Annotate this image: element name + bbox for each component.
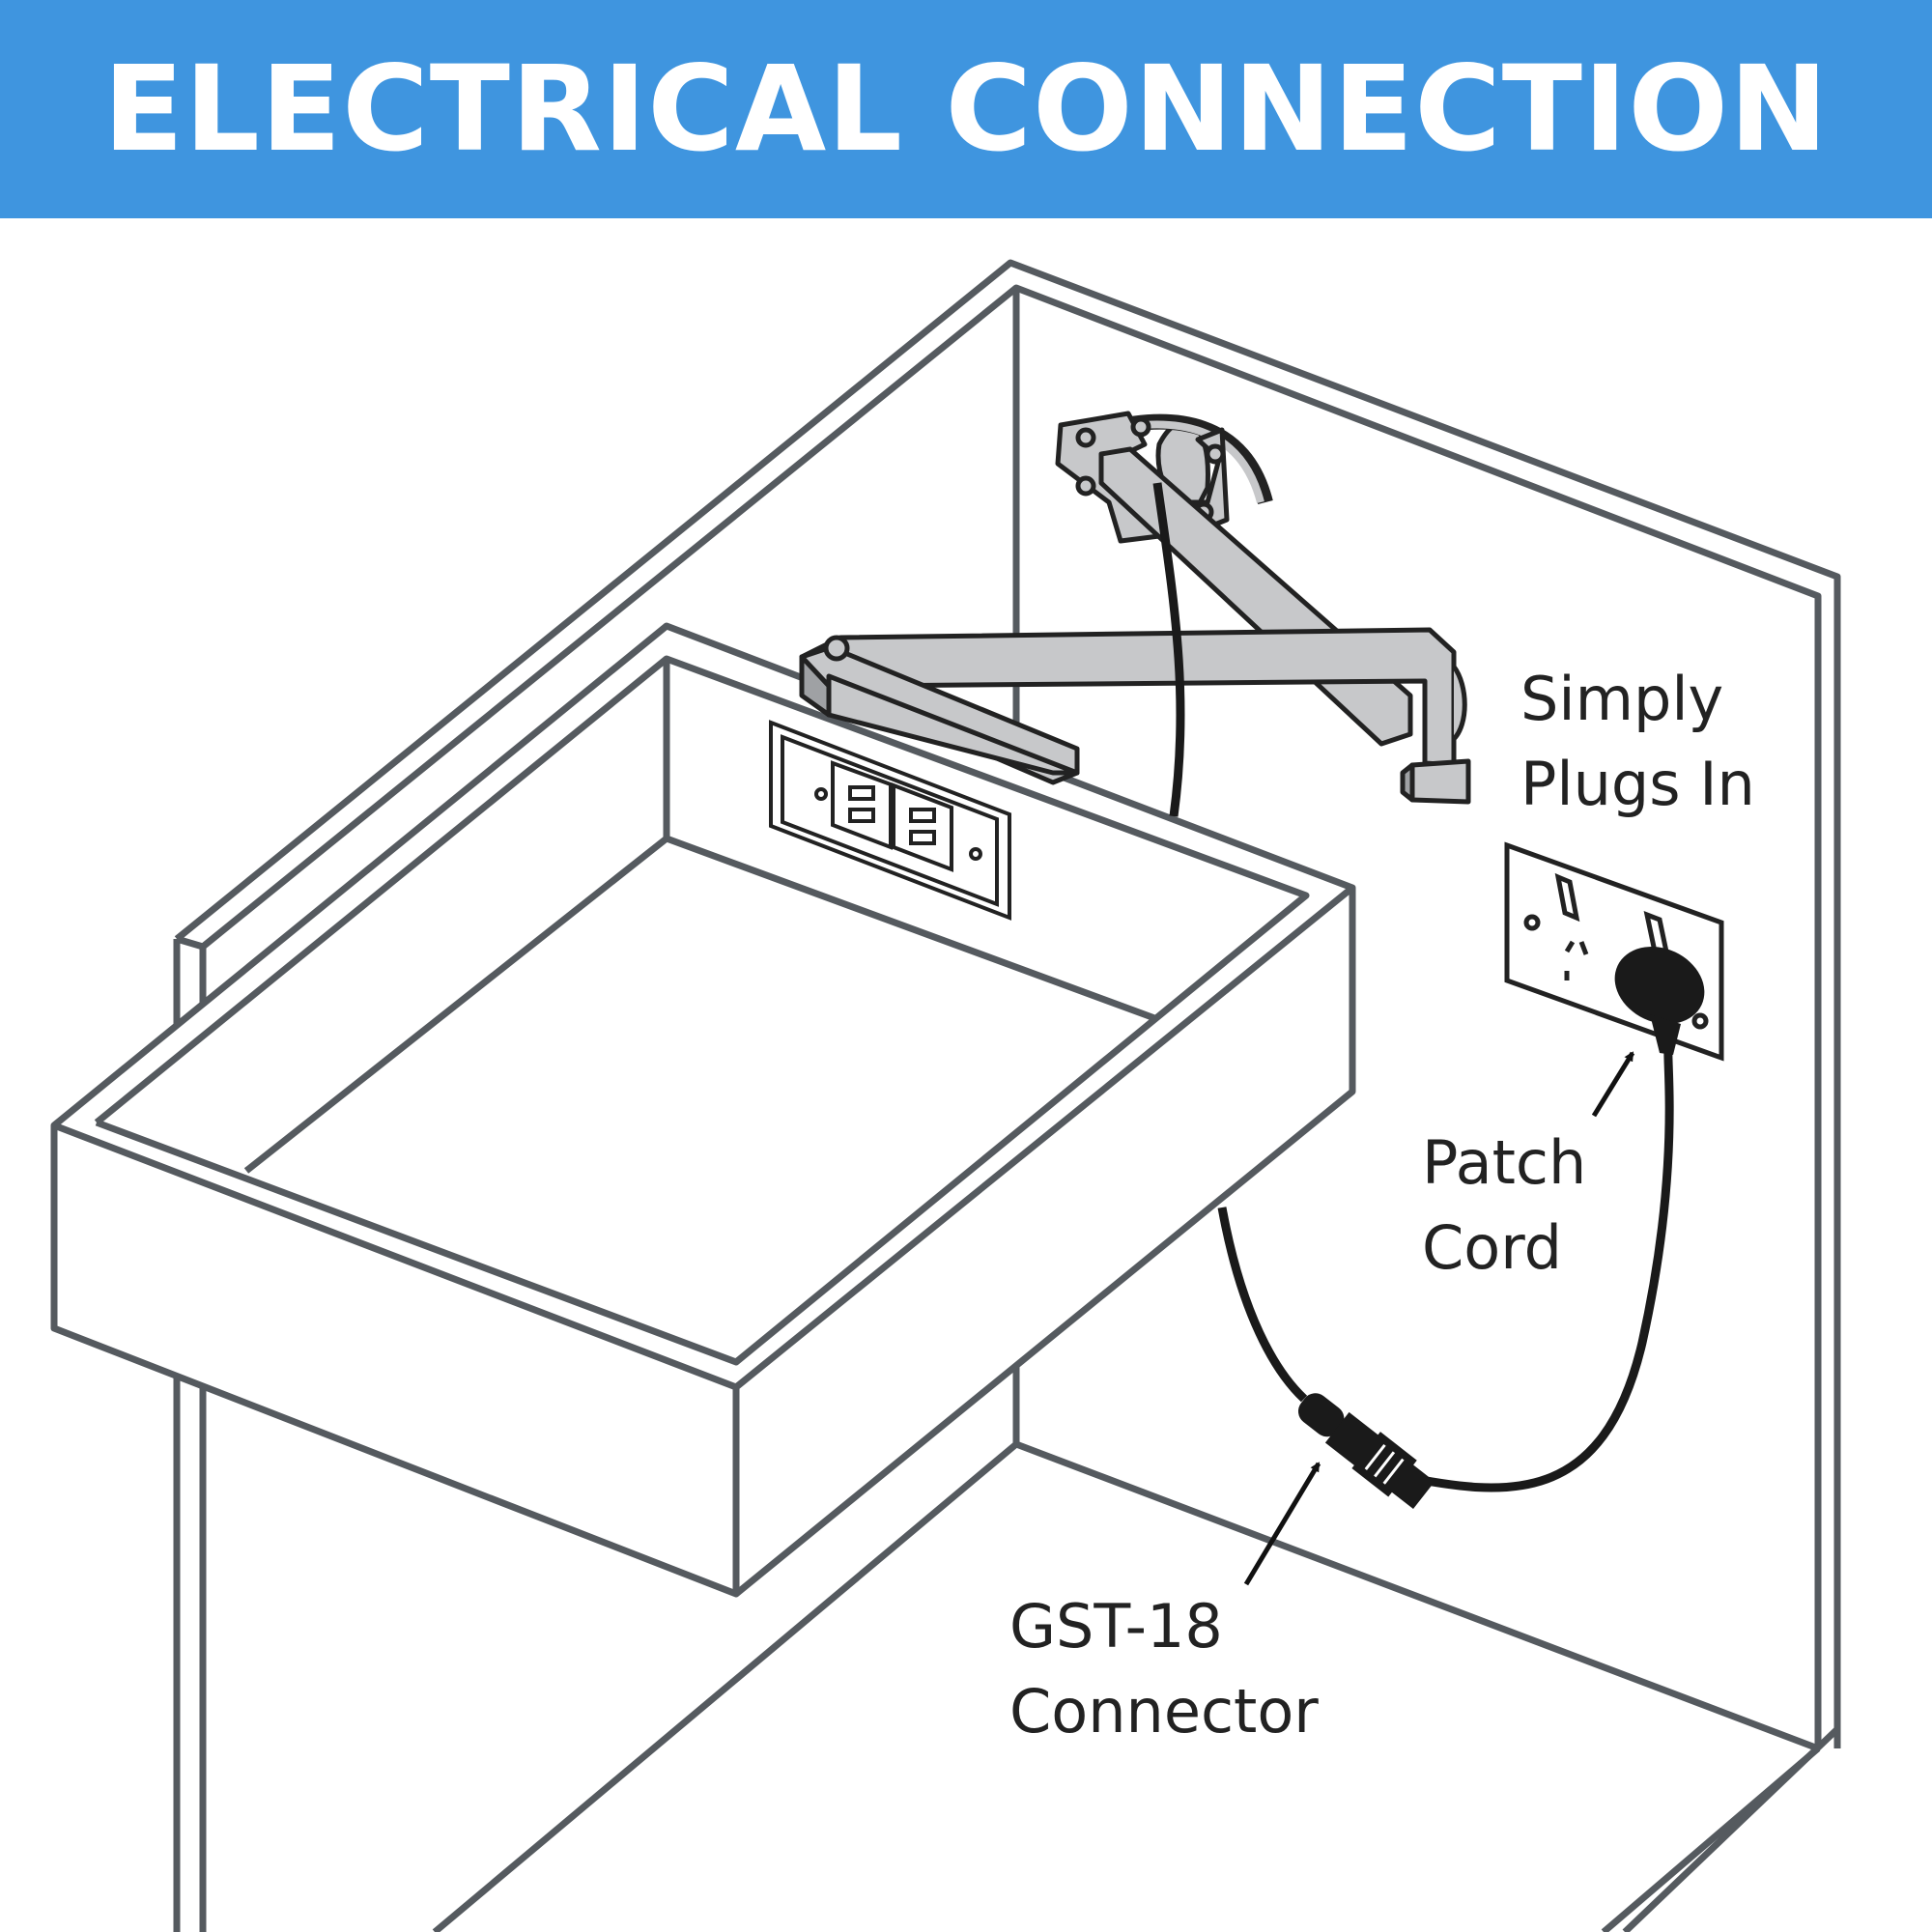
connector-arrow — [1243, 1462, 1321, 1586]
patch-cord-plug-icon — [1614, 947, 1705, 1024]
desk-power-outlet — [769, 720, 1011, 921]
patch-cord-arrow — [1591, 1051, 1635, 1118]
arm-cable — [1152, 482, 1185, 817]
cabinet — [50, 622, 1356, 1598]
monitor-arm — [799, 411, 1471, 805]
gst18-connector-icon — [1297, 1393, 1435, 1510]
patch-cord — [1217, 947, 1705, 1510]
page-title: ELECTRICAL CONNECTION — [102, 41, 1830, 178]
back-wall — [173, 259, 1841, 1932]
patch-cord-label: Patch Cord — [1422, 1127, 1587, 1283]
title-banner: ELECTRICAL CONNECTION — [0, 0, 1932, 218]
connector-label: GST-18 Connector — [1009, 1591, 1319, 1747]
wall-socket — [1504, 841, 1724, 1062]
plugs-in-label: Simply Plugs In — [1520, 664, 1755, 819]
